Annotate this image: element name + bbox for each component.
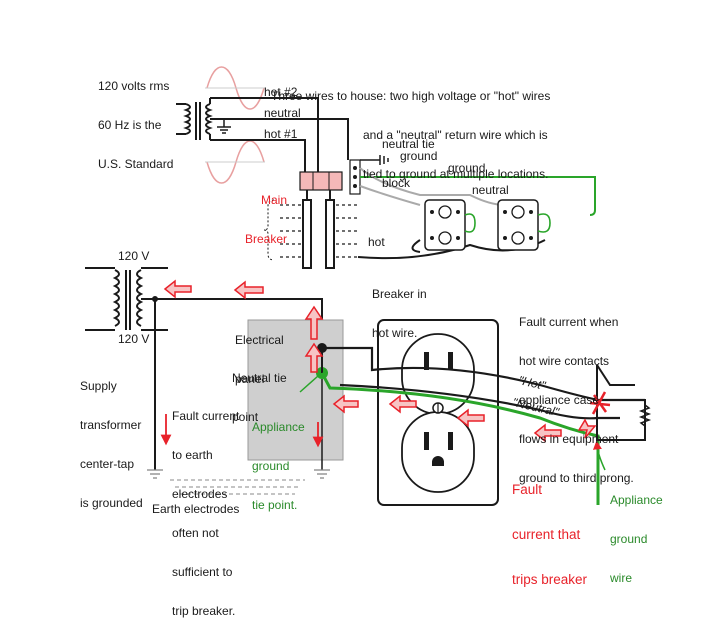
three-wires-line: and a "neutral" return wire which is: [363, 128, 548, 142]
standard-note-line: U.S. Standard: [98, 157, 174, 171]
appliance-ground-tie-label: Appliance ground tie point.: [252, 395, 305, 525]
fault-note-line: hot wire contacts: [519, 354, 610, 368]
standard-note-line: 120 volts rms: [98, 79, 170, 93]
neutral-tie-point-line: Neutral tie: [232, 371, 287, 385]
fault-note-line: ground to third prong.: [519, 471, 634, 485]
hot-label: hot: [368, 235, 385, 249]
earth-electrode-lines: [170, 479, 305, 495]
appliance-ground-wire-line: wire: [610, 571, 633, 585]
fault-to-earth-line: trip breaker.: [172, 604, 236, 618]
fault-arrows: [163, 279, 597, 443]
fault-note: Fault current when hot wire contacts app…: [519, 290, 634, 498]
voltage-bottom-label: 120 V: [118, 332, 150, 346]
main-breaker-label: Main Breaker: [245, 168, 287, 259]
fault-trips-label: Fault current that trips breaker: [512, 452, 587, 602]
earth-ground-icon-right: [314, 469, 330, 479]
ground-label-1: ground: [400, 149, 438, 163]
service-wires: [260, 97, 349, 178]
ground-label-2: ground: [448, 161, 486, 175]
earth-ground-icon-left: [147, 469, 163, 479]
green-label-pointer: [299, 375, 319, 393]
breaker-in-hot-label: Breaker in hot wire.: [372, 262, 427, 353]
neutral-tie-point-label: Neutral tie point: [232, 346, 287, 437]
bus-bars: [302, 190, 335, 269]
fault-trips-line: current that: [512, 527, 581, 542]
appliance-ground-tie-line: Appliance: [252, 420, 305, 434]
standard-note: 120 volts rms 60 Hz is the U.S. Standard: [98, 54, 173, 184]
electrical-panel-box: [247, 319, 344, 461]
neutral-tie-block-label: neutral tie block: [382, 112, 435, 203]
main-breaker-line: Breaker: [245, 232, 288, 246]
fault-to-earth-line: Fault current: [172, 409, 240, 423]
wire-label-hot2: hot #2: [264, 85, 298, 99]
fault-to-earth-line: to earth: [172, 448, 213, 462]
supply-transformer: [85, 267, 168, 470]
appliance-ground-wire-line: Appliance: [610, 493, 663, 507]
appliance-ground-wire-label: Appliance ground wire: [610, 468, 663, 598]
neutral-tie-point-line: point: [232, 410, 259, 424]
breaker-in-hot-line: Breaker in: [372, 287, 427, 301]
three-wires-note: Three wires to house: two high voltage o…: [271, 64, 550, 194]
branch-breakers: [280, 204, 358, 258]
fault-spark-icon: [589, 391, 611, 415]
fault-to-earth-line: often not: [172, 526, 219, 540]
electrical-panel-line: panel: [235, 372, 265, 386]
wire-label-neutral: neutral: [264, 106, 301, 120]
fault-to-earth-line: sufficient to: [172, 565, 233, 579]
ground-wire-top: [360, 176, 596, 216]
sine-wave-icon-upper: [205, 66, 265, 110]
main-breaker-line: Main: [261, 193, 288, 207]
breaker-in-hot-line: hot wire.: [372, 326, 418, 340]
supply-note-line: Supply: [80, 379, 117, 393]
appliance-ground-tie-line: tie point.: [252, 498, 298, 512]
supply-note-line: transformer: [80, 418, 142, 432]
neutral-tie-block-line: neutral tie: [382, 137, 435, 151]
appliance-ground-wire-line: ground: [610, 532, 648, 546]
standard-note-line: 60 Hz is the: [98, 118, 162, 132]
voltage-top-label: 120 V: [118, 249, 150, 263]
ground-symbol-icon: [379, 155, 389, 165]
supply-note-line: is grounded: [80, 496, 143, 510]
outlet-group-top: [424, 199, 551, 251]
neutral-tie-block-line: block: [382, 176, 411, 190]
wire-label-hot1: hot #1: [264, 127, 298, 141]
top-transformer: [176, 97, 260, 141]
ground-symbol-icon: [217, 119, 231, 134]
fault-note-line: flows in equipment: [519, 432, 619, 446]
fault-note-line: appliance case: [519, 393, 600, 407]
duplex-outlet: [377, 319, 499, 506]
sine-wave-icon-lower: [205, 140, 265, 184]
earth-electrodes-label: Earth electrodes: [152, 502, 240, 516]
three-wires-line: Three wires to house: two high voltage o…: [271, 89, 551, 103]
wiring-diagram: [85, 66, 652, 506]
electrical-panel-line: Electrical: [235, 333, 284, 347]
electrical-panel-label: Electrical panel: [235, 308, 284, 399]
fault-to-earth-line: electrodes: [172, 487, 228, 501]
appliance-ground-tie-line: ground: [252, 459, 290, 473]
neutral-label: neutral: [472, 183, 509, 197]
fault-note-line: Fault current when: [519, 315, 619, 329]
appliance-case: [596, 364, 652, 441]
fault-trips-line: Fault: [512, 482, 543, 497]
main-breaker: [299, 171, 343, 191]
branch-wires: [357, 167, 546, 260]
ground-wire-arrow: [592, 440, 606, 471]
supply-note: Supply transformer center-tap is grounde…: [80, 354, 143, 523]
appliance-wires: [320, 346, 645, 505]
three-wires-line: tied to ground at multiple locations.: [363, 167, 549, 181]
supply-note-line: center-tap: [80, 457, 135, 471]
fault-trips-line: trips breaker: [512, 572, 588, 587]
fault-to-earth-label: Fault current to earth electrodes often …: [172, 384, 239, 631]
